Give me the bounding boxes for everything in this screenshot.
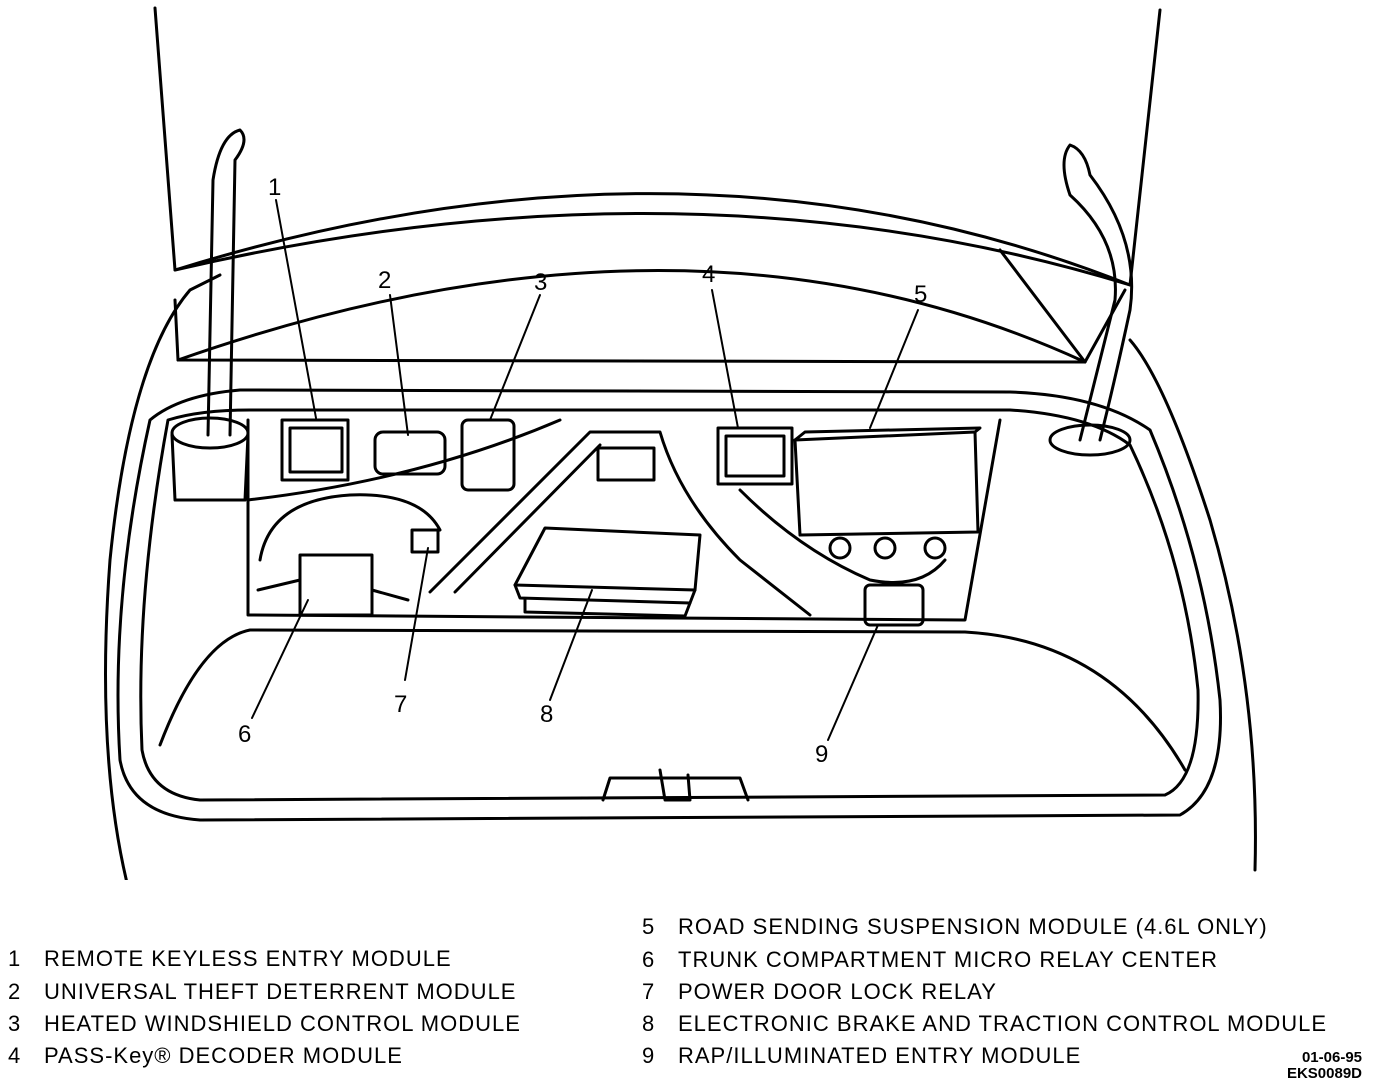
legend-number: 6	[642, 947, 656, 972]
legend-number: 8	[642, 1011, 656, 1036]
legend-label: ELECTRONIC BRAKE AND TRACTION CONTROL MO…	[678, 1011, 1328, 1036]
legend-label: ROAD SENDING SUSPENSION MODULE (4.6L ONL…	[678, 914, 1268, 939]
legend-number: 2	[8, 979, 22, 1004]
trunk-diagram: 1 2 3 4 5 6 7 8 9	[104, 6, 1257, 880]
callout-6: 6	[238, 721, 251, 748]
callout-5: 5	[914, 281, 927, 308]
module-4-box	[716, 426, 794, 486]
leader-4	[711, 289, 739, 429]
legend-number: 5	[642, 914, 656, 939]
callout-7: 7	[394, 691, 407, 718]
legend-number: 3	[8, 1011, 22, 1036]
legend-item-4: 4 PASS-Key® DECODER MODULE	[8, 1043, 403, 1069]
leader-5	[869, 309, 919, 429]
legend-number: 4	[8, 1043, 22, 1068]
legend-item-2: 2 UNIVERSAL THEFT DETERRENT MODULE	[8, 979, 516, 1005]
legend-number: 7	[642, 979, 656, 1004]
legend-label: REMOTE KEYLESS ENTRY MODULE	[44, 946, 452, 971]
module-9-box	[863, 583, 925, 627]
legend-item-9: 9 RAP/ILLUMINATED ENTRY MODULE	[642, 1043, 1081, 1069]
trunk-outline	[104, 273, 222, 880]
callout-1: 1	[268, 174, 281, 201]
legend-label: TRUNK COMPARTMENT MICRO RELAY CENTER	[678, 947, 1219, 972]
legend-item-1: 1 REMOTE KEYLESS ENTRY MODULE	[8, 946, 452, 972]
legend-item-5: 5 ROAD SENDING SUSPENSION MODULE (4.6L ON…	[642, 914, 1268, 940]
module-5-box	[793, 430, 980, 537]
callout-4: 4	[702, 261, 715, 288]
leader-9	[827, 624, 879, 741]
figure-code: EKS0089D	[1286, 1065, 1362, 1082]
leader-2	[389, 294, 409, 436]
legend-number: 9	[642, 1043, 656, 1068]
module-7-box	[410, 528, 440, 554]
figure-date: 01-06-95	[1301, 1049, 1362, 1066]
leader-8	[549, 589, 593, 701]
module-1-box	[280, 418, 350, 482]
center-vent	[596, 446, 656, 482]
right-strut	[1062, 143, 1134, 442]
leader-3	[489, 294, 541, 421]
module-6-box	[298, 553, 374, 617]
callout-9: 9	[815, 741, 828, 768]
legend-item-3: 3 HEATED WINDSHIELD CONTROL MODULE	[8, 1011, 521, 1037]
module-8-box	[513, 526, 702, 592]
legend-label: POWER DOOR LOCK RELAY	[678, 979, 997, 1004]
legend-label: HEATED WINDSHIELD CONTROL MODULE	[44, 1011, 521, 1036]
figure-stamp: 01-06-95 EKS0089D	[1287, 1050, 1362, 1082]
legend-item-8: 8 ELECTRONIC BRAKE AND TRACTION CONTROL M…	[642, 1011, 1327, 1037]
trunk-latch	[601, 776, 750, 802]
callout-8: 8	[540, 701, 553, 728]
leader-6	[251, 599, 309, 719]
legend-number: 1	[8, 946, 22, 971]
callout-3: 3	[534, 269, 547, 296]
legend-item-7: 7 POWER DOOR LOCK RELAY	[642, 979, 997, 1005]
callout-2: 2	[378, 267, 391, 294]
trunk-lid	[153, 6, 1162, 287]
leader-7	[404, 547, 429, 681]
wiring-harness	[258, 488, 947, 584]
legend-label: RAP/ILLUMINATED ENTRY MODULE	[678, 1043, 1082, 1068]
legend-label: UNIVERSAL THEFT DETERRENT MODULE	[44, 979, 517, 1004]
module-2-box	[373, 430, 447, 476]
module-3-box	[460, 418, 516, 492]
left-strut	[206, 128, 246, 437]
leader-1	[275, 199, 317, 419]
legend-item-6: 6 TRUNK COMPARTMENT MICRO RELAY CENTER	[642, 947, 1218, 973]
legend-label: PASS-Key® DECODER MODULE	[44, 1043, 403, 1068]
